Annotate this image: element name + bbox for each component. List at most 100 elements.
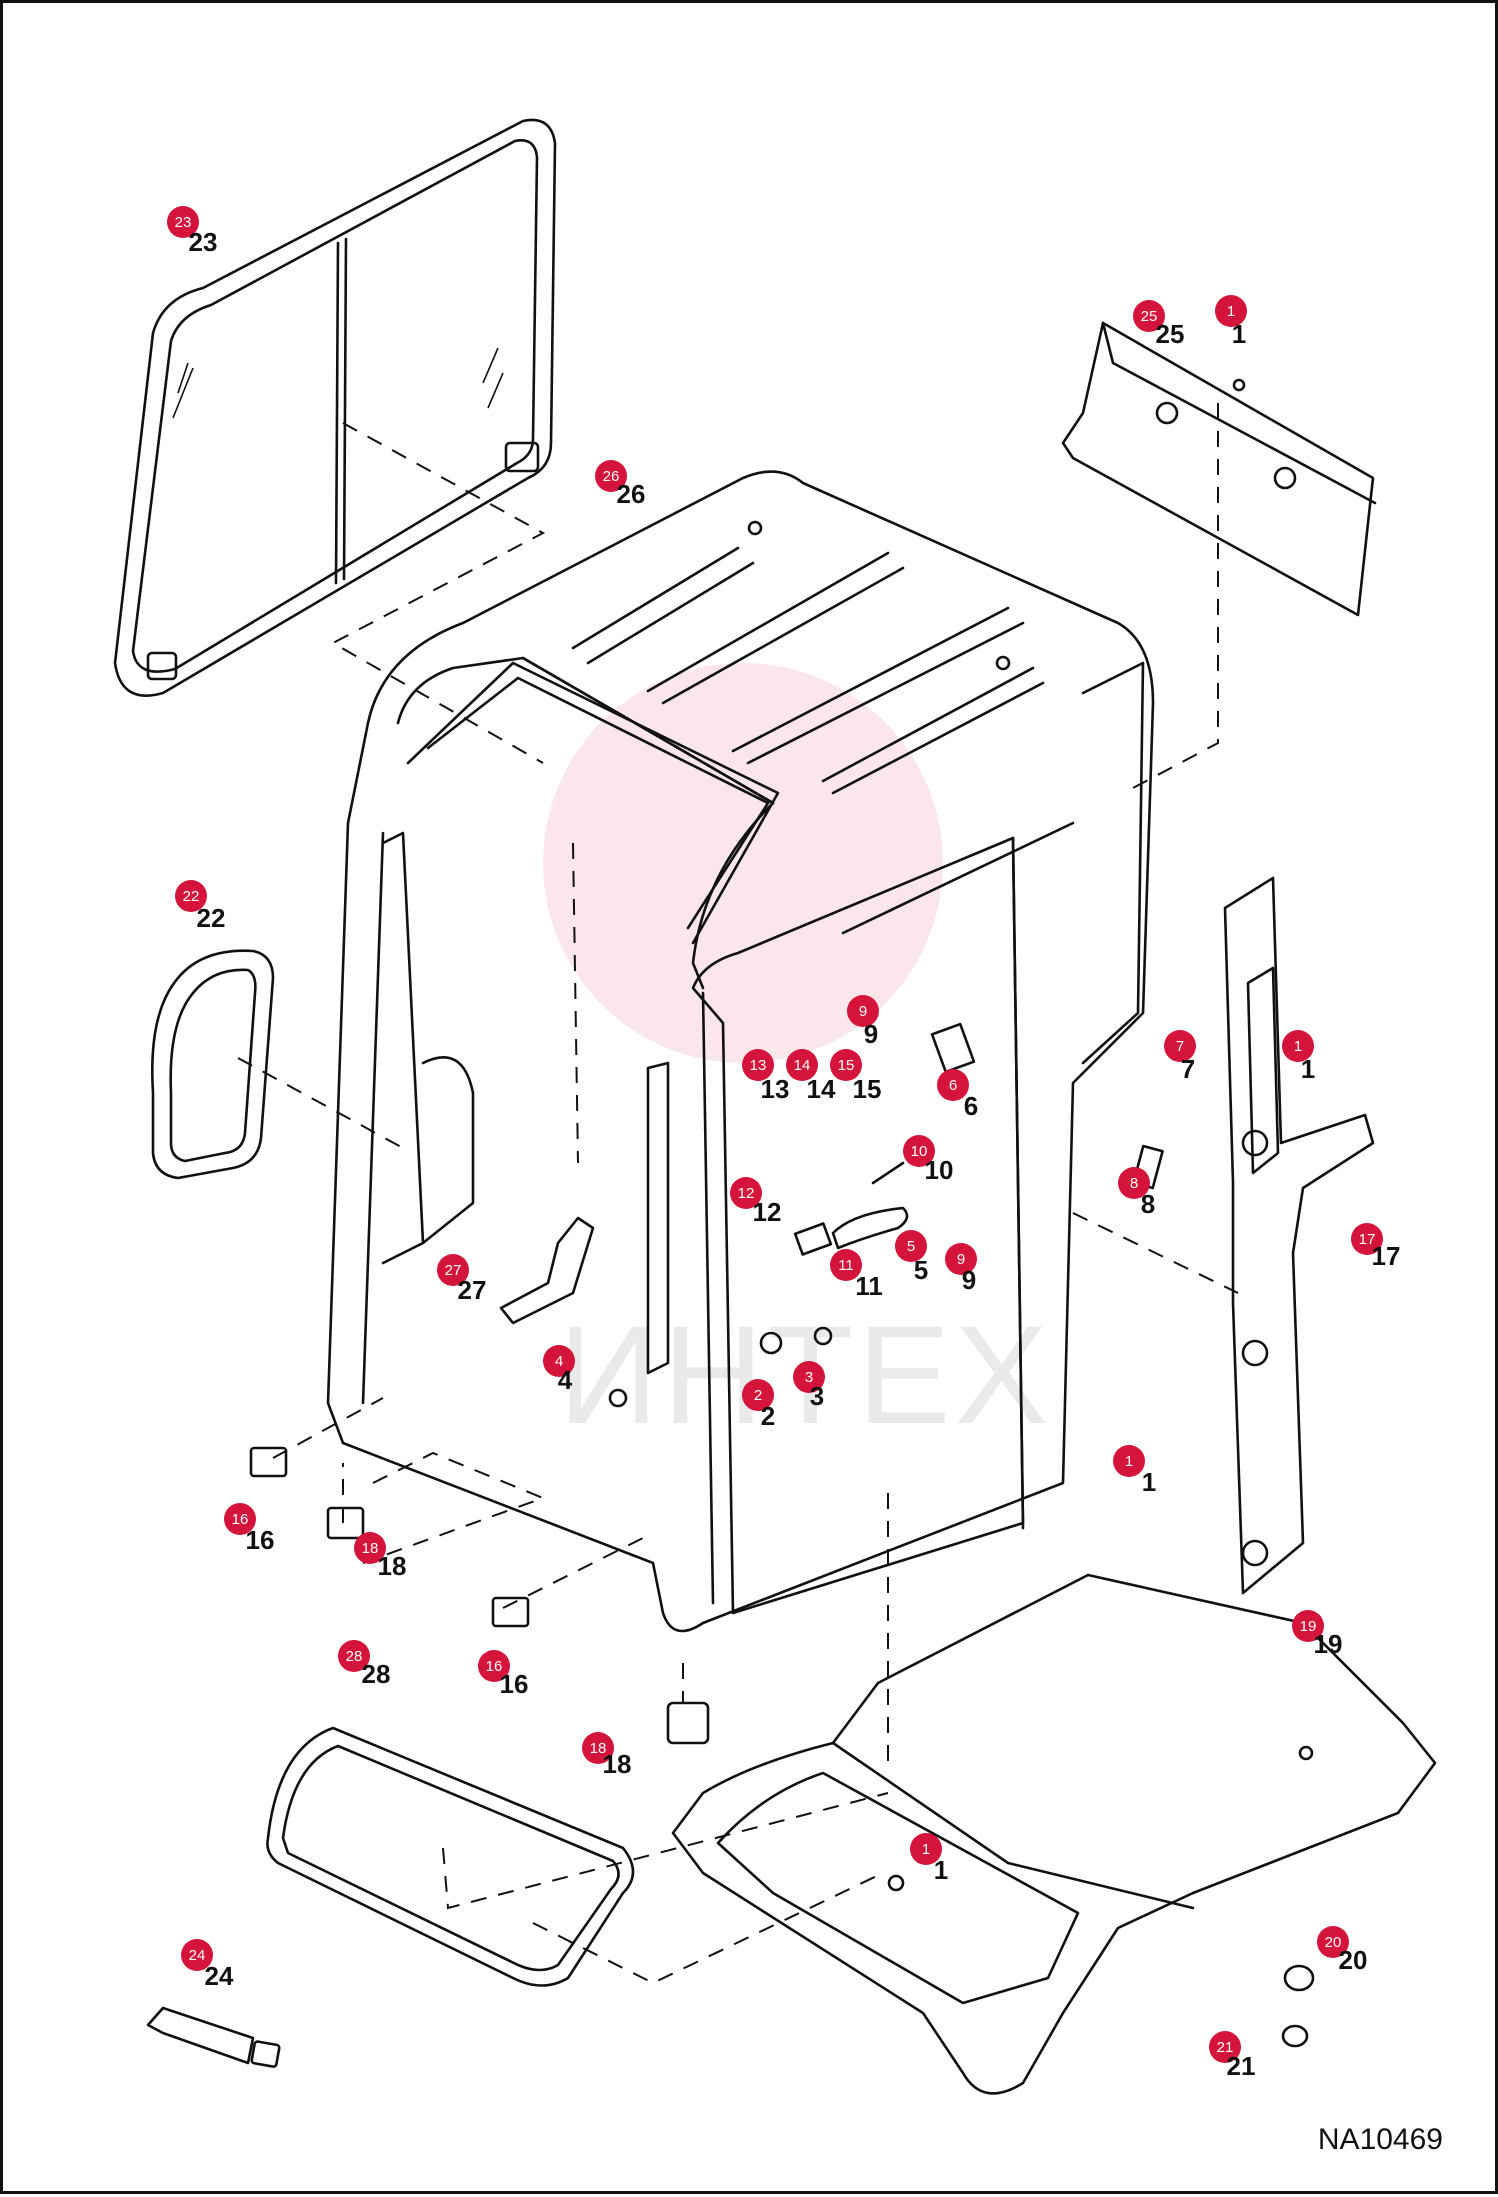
svg-text:1: 1 [934,1855,948,1885]
callout-1c: 11 [1113,1445,1156,1497]
svg-text:21: 21 [1227,2051,1256,2081]
seal-strip-part [499,1216,595,1325]
svg-text:9: 9 [864,1019,878,1049]
svg-text:9: 9 [957,1251,965,1268]
svg-text:20: 20 [1325,1934,1342,1951]
svg-text:20: 20 [1339,1945,1368,1975]
svg-text:5: 5 [914,1255,928,1285]
svg-text:6: 6 [949,1077,957,1094]
svg-text:28: 28 [346,1648,363,1665]
isolator-mounts-parts [1281,1964,1315,2048]
rubber-blocks-parts [249,1446,710,1745]
floor-mat-part [671,1573,1437,2095]
svg-text:16: 16 [486,1658,503,1675]
svg-text:21: 21 [1217,2039,1234,2056]
svg-text:18: 18 [603,1749,632,1779]
svg-text:23: 23 [189,227,218,257]
svg-text:9: 9 [859,1003,867,1020]
svg-text:4: 4 [555,1353,563,1370]
drawing-code: NA10469 [1318,2123,1443,2156]
svg-text:18: 18 [362,1540,379,1557]
svg-text:15: 15 [838,1057,855,1074]
svg-text:16: 16 [232,1511,249,1528]
sliding-window-part [113,118,557,697]
svg-text:14: 14 [807,1074,836,1104]
callout-8: 88 [1118,1167,1155,1219]
svg-text:18: 18 [378,1551,407,1581]
svg-text:4: 4 [558,1365,573,1395]
svg-text:17: 17 [1359,1231,1376,1248]
svg-text:18: 18 [590,1740,607,1757]
svg-text:8: 8 [1130,1175,1138,1192]
svg-text:23: 23 [175,214,192,231]
rear-trim-panel-part [1061,321,1377,617]
svg-text:1: 1 [1227,303,1235,320]
svg-text:19: 19 [1300,1618,1317,1635]
svg-text:14: 14 [794,1057,811,1074]
sealant-tube-part [146,2006,281,2068]
svg-text:3: 3 [810,1381,824,1411]
assembly-lines [237,403,1239,1985]
svg-text:26: 26 [603,468,620,485]
svg-text:24: 24 [189,1947,206,1964]
latch-hardware-parts [608,1022,1164,1408]
svg-text:1: 1 [922,1841,930,1858]
callout-6: 66 [937,1069,978,1121]
svg-text:22: 22 [197,903,226,933]
svg-text:9: 9 [962,1265,976,1295]
svg-text:1: 1 [1294,1038,1302,1055]
svg-text:2: 2 [761,1401,775,1431]
callout-9: 99 [847,995,879,1049]
callout-2: 22 [742,1379,775,1431]
svg-text:25: 25 [1156,319,1185,349]
svg-text:16: 16 [500,1669,529,1699]
svg-text:26: 26 [617,479,646,509]
svg-text:12: 12 [738,1185,755,1202]
svg-text:16: 16 [246,1525,275,1555]
svg-text:3: 3 [805,1369,813,1386]
svg-text:10: 10 [911,1143,928,1160]
svg-text:1: 1 [1301,1054,1315,1084]
svg-text:10: 10 [925,1155,954,1185]
svg-text:6: 6 [964,1091,978,1121]
quarter-window-part [151,949,275,1180]
svg-text:1: 1 [1232,319,1246,349]
callout-7: 77 [1164,1030,1196,1084]
svg-text:25: 25 [1141,308,1158,325]
svg-text:22: 22 [183,888,200,905]
svg-text:13: 13 [761,1074,790,1104]
cab-body-part [326,470,1155,1633]
svg-text:13: 13 [750,1057,767,1074]
svg-text:1: 1 [1125,1453,1133,1470]
callout-9b: 99 [945,1243,977,1295]
svg-text:7: 7 [1181,1054,1195,1084]
svg-text:11: 11 [855,1271,883,1301]
svg-text:28: 28 [362,1659,391,1689]
svg-text:12: 12 [753,1197,782,1227]
callout-1: 11 [1215,295,1247,349]
callout-4: 44 [543,1345,575,1395]
svg-text:7: 7 [1176,1038,1184,1055]
callout-1d: 11 [910,1833,948,1885]
callout-1b: 11 [1282,1030,1315,1084]
svg-text:11: 11 [838,1257,854,1274]
svg-text:1: 1 [1142,1467,1156,1497]
floor-seal-part [266,1726,635,1987]
svg-text:5: 5 [907,1238,915,1255]
